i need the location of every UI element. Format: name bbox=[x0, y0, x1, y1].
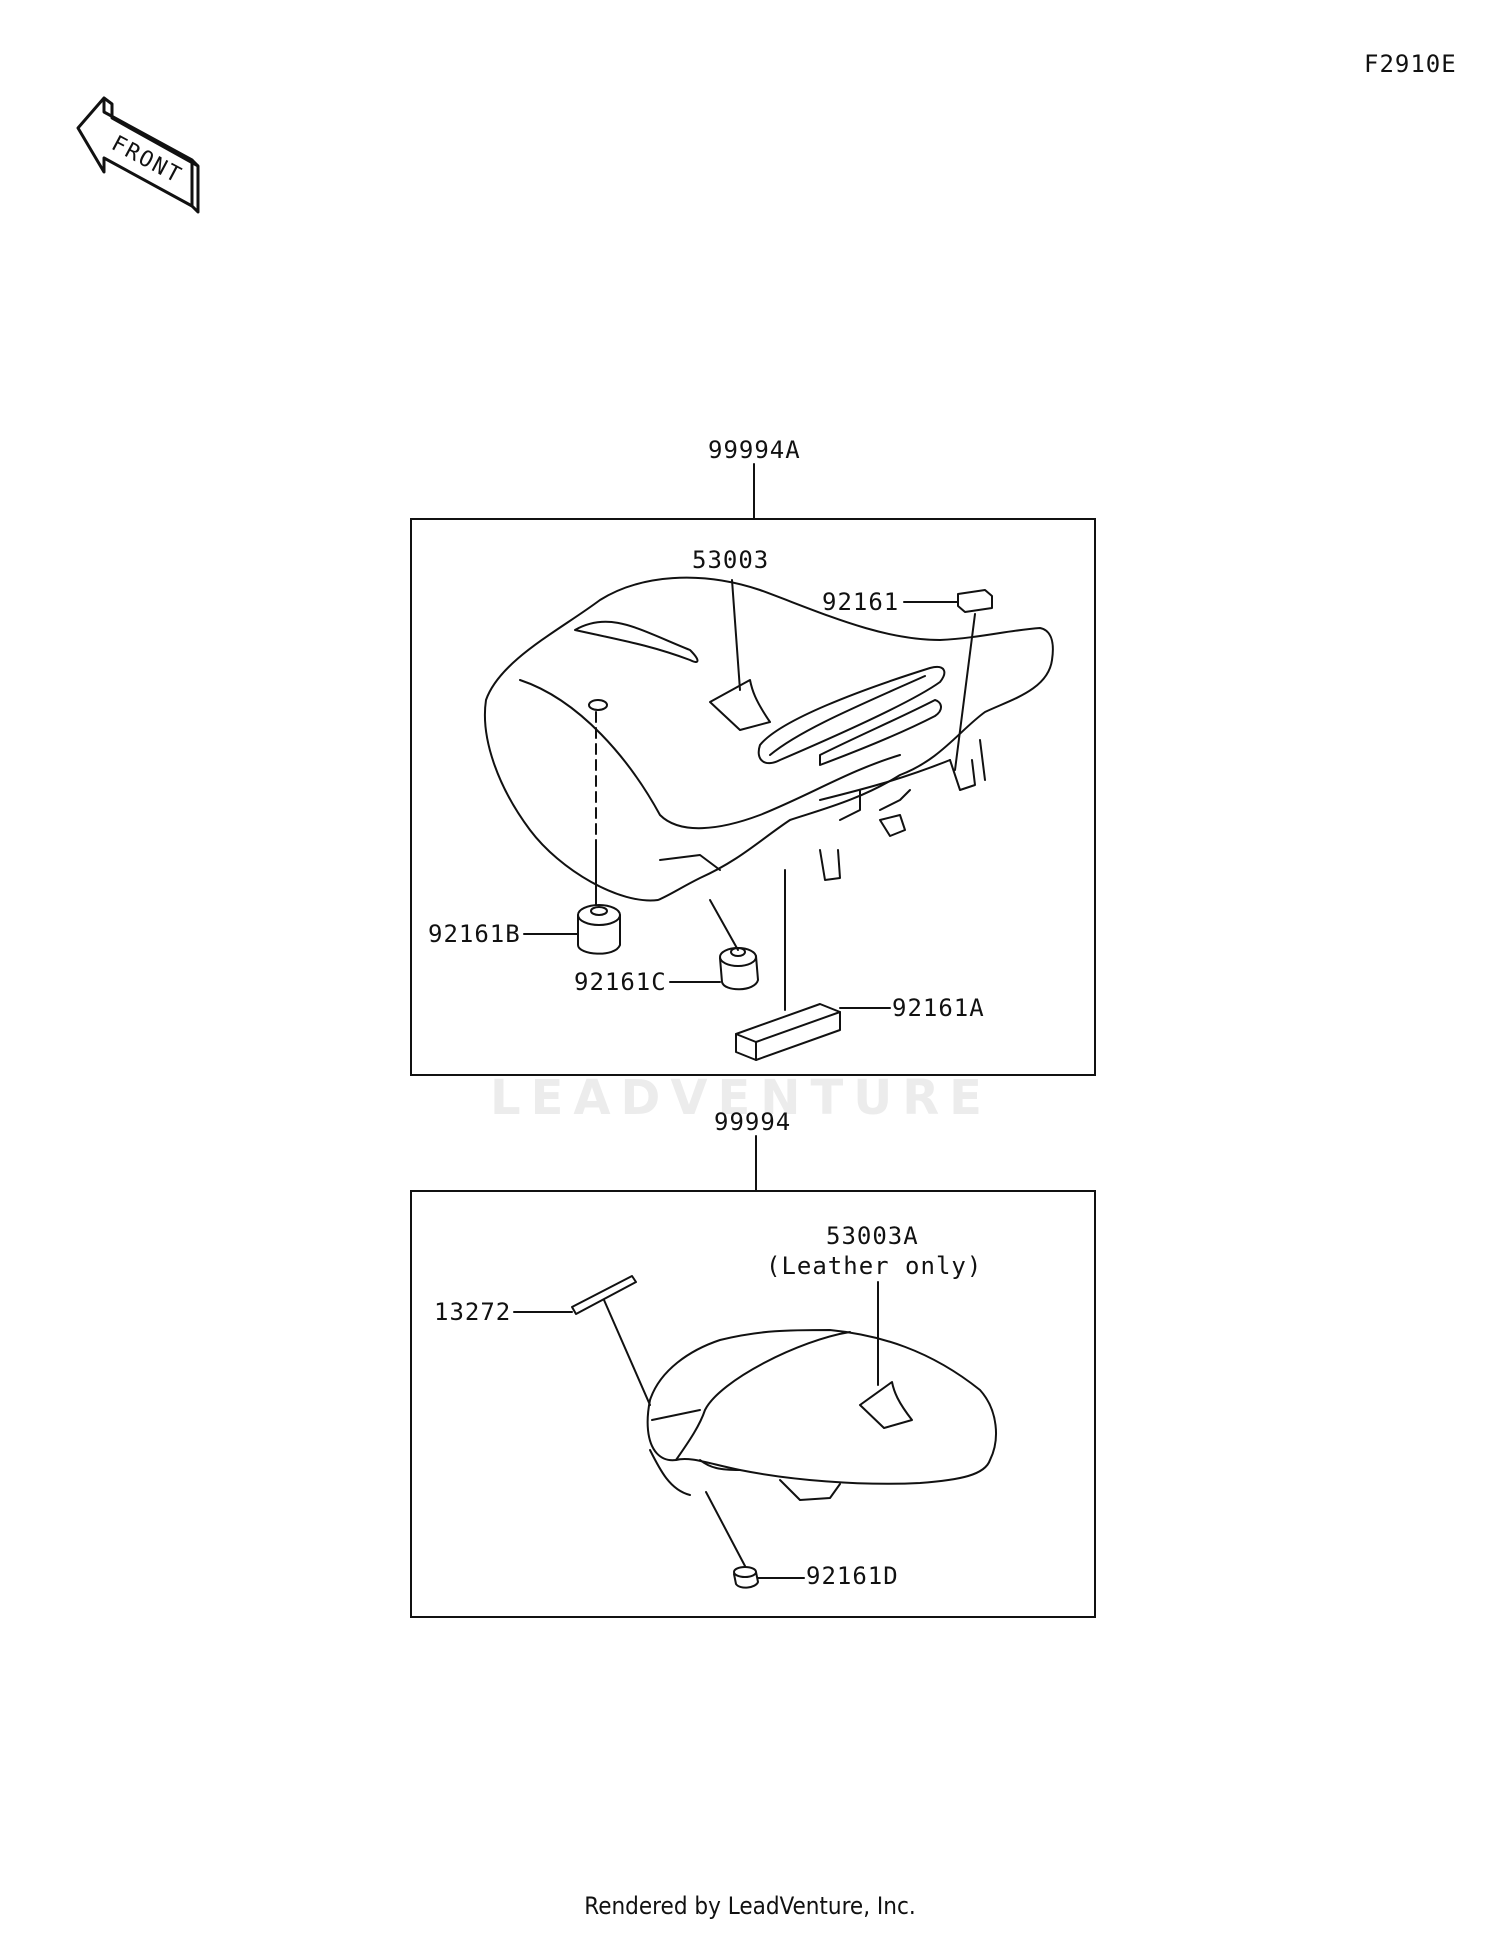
watermark: LEADVENTURE bbox=[490, 1070, 992, 1126]
part-label-53003a: 53003A bbox=[826, 1222, 919, 1250]
group-box-99994a bbox=[410, 518, 1096, 1076]
group-box-99994 bbox=[410, 1190, 1096, 1618]
part-label-13272: 13272 bbox=[434, 1298, 512, 1326]
part-note-leather-only: (Leather only) bbox=[766, 1252, 983, 1280]
part-label-92161c: 92161C bbox=[574, 968, 667, 996]
group-label-99994: 99994 bbox=[714, 1108, 792, 1136]
footer-credit: Rendered by LeadVenture, Inc. bbox=[584, 1892, 916, 1920]
part-label-92161d: 92161D bbox=[806, 1562, 899, 1590]
group-label-99994a: 99994A bbox=[708, 436, 801, 464]
part-label-92161a: 92161A bbox=[892, 994, 985, 1022]
part-label-92161: 92161 bbox=[822, 588, 900, 616]
diagram-code: F2910E bbox=[1364, 50, 1457, 78]
part-label-92161b: 92161B bbox=[428, 920, 521, 948]
part-label-53003: 53003 bbox=[692, 546, 770, 574]
front-arrow-label: FRONT bbox=[107, 131, 186, 189]
